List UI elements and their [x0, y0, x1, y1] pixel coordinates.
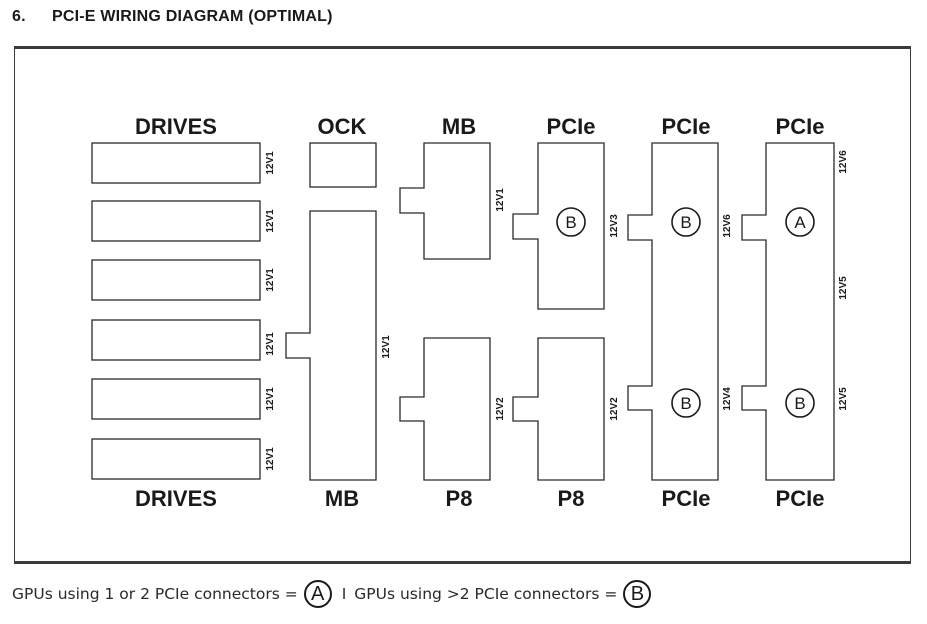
- column-title-pcie-2-bottom: PCIe: [662, 486, 711, 511]
- page-heading: 6. PCI-E WIRING DIAGRAM (OPTIMAL): [12, 8, 333, 26]
- connector-symbol: [785, 388, 815, 418]
- voltage-label: 12V6: [838, 150, 849, 174]
- legend-text-a: GPUs using 1 or 2 PCIe connectors =: [12, 585, 298, 603]
- voltage-label: 12V1: [265, 387, 276, 411]
- voltage-label: 12V1: [265, 151, 276, 175]
- drive-box: [91, 319, 261, 361]
- mb-top-box: [399, 142, 491, 260]
- p8-right-box: [512, 337, 605, 481]
- voltage-label: 12V1: [495, 188, 506, 212]
- column-title-pcie-1: PCIe: [547, 114, 596, 139]
- voltage-label: 12V5: [838, 387, 849, 411]
- legend-symbol-a: A: [303, 580, 332, 608]
- connector-symbol-label: B: [680, 394, 691, 413]
- legend: GPUs using 1 or 2 PCIe connectors = A I …: [12, 578, 657, 610]
- drive-box: [91, 200, 261, 242]
- connector-symbol-label: B: [794, 394, 805, 413]
- connector-symbol: [556, 207, 586, 237]
- connector-symbol: [785, 207, 815, 237]
- legend-text-b: GPUs using >2 PCIe connectors =: [354, 585, 618, 603]
- voltage-label: 12V6: [722, 214, 733, 238]
- column-title-pcie-3: PCIe: [776, 114, 825, 139]
- pcie-2-box: [627, 142, 719, 481]
- voltage-label: 12V4: [722, 387, 733, 411]
- drive-box: [91, 438, 261, 480]
- connector-symbol-label: B: [565, 213, 576, 232]
- legend-symbol-b: B: [623, 580, 652, 608]
- p8-left-box: [399, 337, 491, 481]
- voltage-label: 12V1: [265, 209, 276, 233]
- connector-symbol: [671, 388, 701, 418]
- ock-box: [309, 142, 377, 188]
- connector-symbol: [671, 207, 701, 237]
- voltage-label: 12V3: [609, 214, 620, 238]
- column-title-p8-left: P8: [446, 486, 473, 511]
- voltage-label: 12V1: [265, 332, 276, 356]
- voltage-label: 12V2: [495, 397, 506, 421]
- connector-symbol-label: A: [794, 213, 806, 232]
- column-title-drives-top: DRIVES: [135, 114, 217, 139]
- heading-title: PCI-E WIRING DIAGRAM (OPTIMAL): [52, 8, 333, 25]
- voltage-label: 12V2: [609, 397, 620, 421]
- drive-box: [91, 142, 261, 184]
- legend-separator: I: [341, 585, 347, 603]
- connector-symbol-label: B: [680, 213, 691, 232]
- mb-connector-box: [285, 210, 377, 481]
- column-title-mb-top: MB: [442, 114, 476, 139]
- drive-box: [91, 259, 261, 301]
- pcie-3-box: [741, 142, 835, 481]
- column-title-p8-right: P8: [558, 486, 585, 511]
- voltage-label: 12V1: [381, 335, 392, 359]
- voltage-label: 12V5: [838, 276, 849, 300]
- voltage-label: 12V1: [265, 447, 276, 471]
- column-title-ock: OCK: [318, 114, 367, 139]
- column-title-mb-bottom: MB: [325, 486, 359, 511]
- column-title-pcie-2: PCIe: [662, 114, 711, 139]
- column-title-pcie-3-bottom: PCIe: [776, 486, 825, 511]
- drive-box: [91, 378, 261, 420]
- diagram-frame: [14, 46, 911, 564]
- voltage-label: 12V1: [265, 268, 276, 292]
- heading-number: 6.: [12, 8, 26, 25]
- column-title-drives-bottom: DRIVES: [135, 486, 217, 511]
